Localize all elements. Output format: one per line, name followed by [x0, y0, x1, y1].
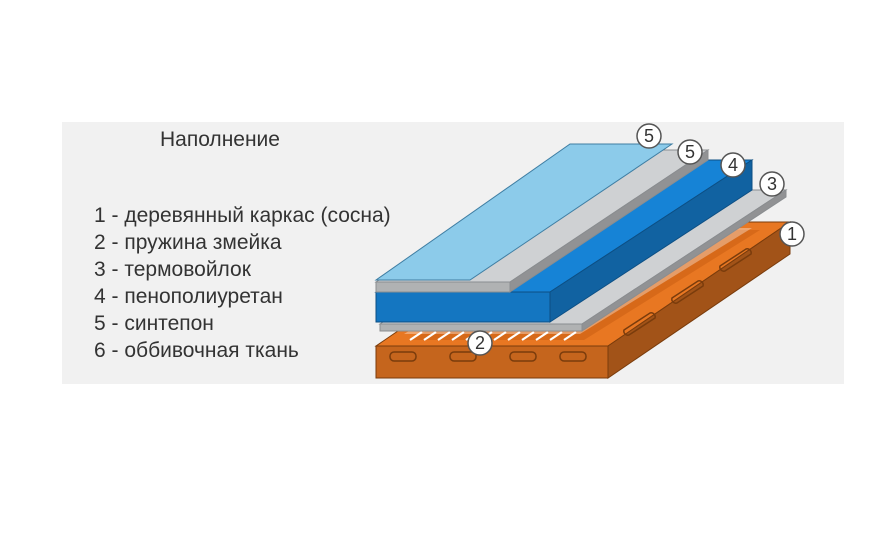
legend-number: 2	[94, 231, 106, 254]
legend-label: пенополиуретан	[124, 285, 283, 308]
legend-separator: -	[105, 285, 125, 308]
callout-label: 5	[685, 142, 695, 162]
legend-number: 4	[94, 285, 106, 308]
callout-4: 4	[720, 152, 746, 178]
felt-front-face	[379, 323, 583, 332]
legend-item: 4 - пенополиуретан	[94, 283, 391, 310]
legend-item: 6 - оббивочная ткань	[94, 337, 391, 364]
callout-label: 1	[787, 224, 797, 244]
fabric-top-face	[374, 143, 674, 281]
legend-separator: -	[105, 231, 125, 254]
legend-item: 5 - синтепон	[94, 310, 391, 337]
legend-label: термовойлок	[124, 258, 251, 281]
legend-label: деревянный каркас (сосна)	[124, 204, 391, 227]
foam-front-face	[375, 291, 551, 323]
legend-number: 6	[94, 339, 106, 362]
legend-separator: -	[105, 339, 125, 362]
foam-side-face	[549, 159, 753, 323]
callouts: 5 5 4 3 1 2	[467, 123, 805, 356]
legend-item: 3 - термовойлок	[94, 256, 391, 283]
legend-item: 2 - пружина змейка	[94, 229, 391, 256]
diagram-title: Наполнение	[160, 128, 280, 151]
sintepon-front-face	[375, 281, 511, 293]
legend-number: 3	[94, 258, 106, 281]
callout-label: 2	[475, 333, 485, 353]
callout-label: 3	[767, 174, 777, 194]
felt-side-face	[581, 189, 787, 332]
callout-1: 1	[779, 221, 805, 247]
sintepon-side-face	[509, 149, 709, 293]
legend-label: синтепон	[124, 312, 214, 335]
legend-label: пружина змейка	[124, 231, 282, 254]
frame-side-face	[607, 221, 791, 379]
callout-3: 3	[759, 171, 785, 197]
legend-number: 5	[94, 312, 106, 335]
frame-slots	[389, 351, 587, 362]
frame-front-face	[375, 345, 609, 379]
callout-label: 5	[644, 126, 654, 146]
callout-5-top: 5	[636, 123, 662, 149]
legend-number: 1	[94, 204, 106, 227]
legend-separator: -	[105, 312, 125, 335]
legend-item: 1 - деревянный каркас (сосна)	[94, 202, 391, 229]
callout-label: 4	[728, 155, 738, 175]
legend-separator: -	[105, 204, 125, 227]
frame-side-slots	[623, 248, 752, 336]
callout-5-second: 5	[677, 139, 703, 165]
legend-list: 1 - деревянный каркас (сосна) 2 - пружин…	[94, 202, 391, 364]
legend-separator: -	[105, 258, 125, 281]
fabric-layer	[374, 143, 674, 281]
callout-2: 2	[467, 330, 493, 356]
legend-label: оббивочная ткань	[124, 339, 299, 362]
